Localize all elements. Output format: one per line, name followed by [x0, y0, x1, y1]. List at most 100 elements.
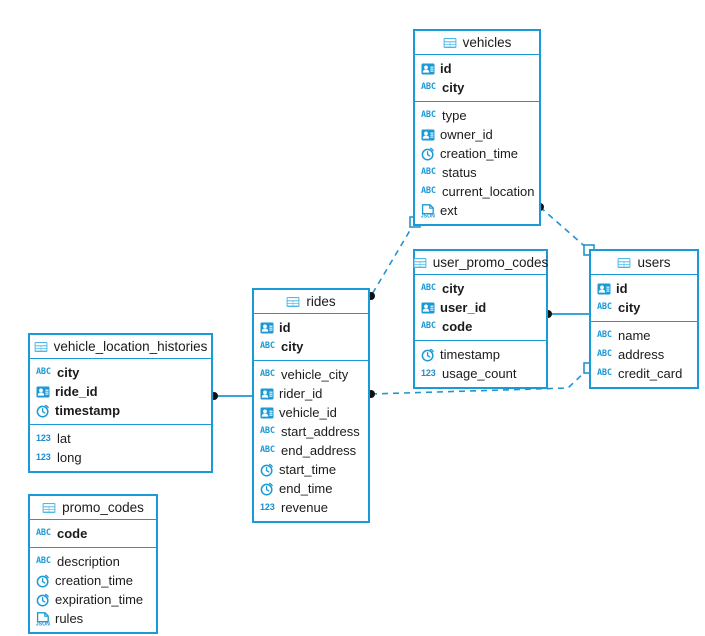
table-header-users[interactable]: users: [591, 251, 697, 275]
abc-icon: ABC: [36, 528, 51, 539]
number-icon: 123: [421, 368, 436, 378]
column-name: creation_time: [55, 573, 134, 588]
column-name: city: [57, 365, 80, 380]
table-title: rides: [306, 293, 336, 309]
table-icon: [617, 256, 631, 270]
table-title: vehicle_location_histories: [53, 338, 208, 354]
relationship-vehicle_location_histories-rides[interactable]: [210, 392, 252, 400]
column-row-start_time[interactable]: start_time: [254, 460, 368, 479]
key-id-icon: [260, 406, 274, 420]
column-name: lat: [57, 431, 71, 446]
column-row-expiration_time[interactable]: expiration_time: [30, 590, 156, 609]
column-name: city: [618, 300, 641, 315]
abc-icon: ABC: [421, 283, 436, 294]
abc-icon: ABC: [597, 302, 612, 313]
column-row-end_time[interactable]: end_time: [254, 479, 368, 498]
key-id-icon: [260, 387, 274, 401]
table-header-user_promo_codes[interactable]: user_promo_codes: [413, 251, 549, 275]
table-header-rides[interactable]: rides: [254, 290, 368, 314]
column-name: ride_id: [55, 384, 98, 399]
column-row-timestamp[interactable]: timestamp: [30, 401, 211, 420]
json-icon: JSON: [36, 611, 50, 626]
column-row-ride_id[interactable]: ride_id: [30, 382, 211, 401]
column-row-creation_time[interactable]: creation_time: [30, 571, 156, 590]
abc-icon: ABC: [36, 556, 51, 567]
primary-key-group: ABC code: [30, 520, 156, 547]
column-name: city: [442, 80, 465, 95]
column-row-user_id[interactable]: user_id: [415, 298, 546, 317]
table-title: user_promo_codes: [432, 254, 549, 270]
column-name: timestamp: [55, 403, 121, 418]
column-row-id[interactable]: id: [415, 59, 539, 78]
abc-icon: ABC: [260, 369, 275, 380]
key-id-icon: [421, 301, 435, 315]
abc-icon: ABC: [36, 367, 51, 378]
table-icon: [34, 340, 48, 354]
clock-icon: [36, 593, 50, 607]
column-name: current_location: [442, 184, 535, 199]
table-icon: [413, 256, 427, 270]
column-row-creation_time[interactable]: creation_time: [415, 144, 539, 163]
relationship-user_promo_codes-users[interactable]: [544, 310, 589, 318]
column-row-vehicle_id[interactable]: vehicle_id: [254, 403, 368, 422]
table-header-vehicles[interactable]: vehicles: [415, 31, 539, 55]
clock-icon: [36, 404, 50, 418]
relationship-vehicles-users[interactable]: [536, 203, 595, 256]
clock-icon: [36, 574, 50, 588]
table-icon: [42, 501, 56, 515]
column-row-code[interactable]: ABC code: [30, 524, 156, 543]
column-row-city[interactable]: ABC city: [591, 298, 697, 317]
column-name: start_address: [281, 424, 360, 439]
clock-icon: [260, 463, 274, 477]
column-name: start_time: [279, 462, 337, 477]
column-name: user_id: [440, 300, 487, 315]
column-row-city[interactable]: ABC city: [30, 363, 211, 382]
number-icon: 123: [36, 452, 51, 462]
column-row-id[interactable]: id: [591, 279, 697, 298]
table-title: users: [637, 254, 671, 270]
key-id-icon: [421, 62, 435, 76]
table-header-vehicle_location_histories[interactable]: vehicle_location_histories: [30, 335, 211, 359]
table-header-promo_codes[interactable]: promo_codes: [30, 496, 156, 520]
key-id-icon: [421, 128, 435, 142]
column-row-timestamp[interactable]: timestamp: [415, 345, 546, 364]
column-name: type: [442, 108, 467, 123]
column-row-rider_id[interactable]: rider_id: [254, 384, 368, 403]
column-row-owner_id[interactable]: owner_id: [415, 125, 539, 144]
column-name: code: [57, 526, 88, 541]
key-id-icon: [36, 385, 50, 399]
column-row-id[interactable]: id: [254, 318, 368, 337]
json-icon: JSON: [421, 203, 435, 218]
clock-icon: [421, 147, 435, 161]
